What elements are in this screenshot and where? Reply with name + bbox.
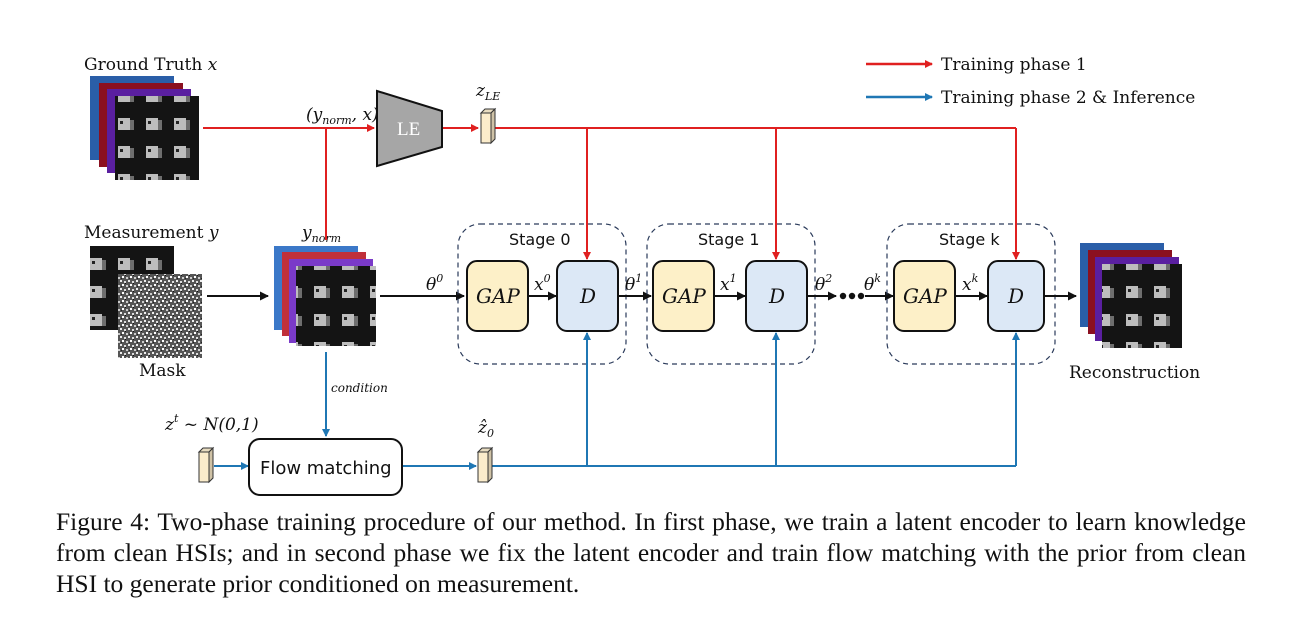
stage-1-gap-label: GAP: [662, 284, 706, 308]
legend-phase1-label: Training phase 1: [941, 55, 1087, 75]
stage-0-boundary: [457, 223, 627, 365]
phase1-paths: [203, 124, 1020, 260]
phase2-paths: [214, 332, 1020, 470]
reconstruction-image-stack: Reconstruction: [1069, 243, 1200, 383]
stage-k-gap-label: GAP: [903, 284, 947, 308]
stage-0-denoiser-label: D: [579, 284, 596, 308]
legend-phase2-label: Training phase 2 & Inference: [941, 88, 1195, 108]
mask-image: Mask: [118, 274, 202, 381]
stage-0: Stage 0 GAP x0 D: [457, 223, 627, 365]
stage-1: Stage 1 GAP x1 D: [646, 223, 816, 365]
noise-latent: zt ~ N(0,1): [164, 412, 259, 484]
method-diagram: Training phase 1 Training phase 2 & Infe…: [84, 55, 1200, 496]
z-hat-latent: ẑ0: [476, 418, 494, 484]
ground-truth-label: Ground Truth x: [84, 55, 218, 75]
flow-matching-label: Flow matching: [260, 458, 392, 479]
z-le-latent: zLE: [475, 81, 500, 145]
stage-k-boundary: [886, 223, 1056, 365]
latent-encoder-label: LE: [397, 119, 420, 140]
stage-0-gap-label: GAP: [476, 284, 520, 308]
stage-k-title: Stage k: [939, 230, 1000, 249]
stage-1-boundary: [646, 223, 816, 365]
theta0-label: θ0: [426, 272, 443, 295]
theta2-label: θ2: [815, 272, 832, 295]
stage-k-denoiser-label: D: [1007, 284, 1024, 308]
stage-1-x-label: x1: [720, 272, 737, 295]
noise-label: zt ~ N(0,1): [164, 412, 259, 435]
stage-1-denoiser-label: D: [768, 284, 785, 308]
stage-1-title: Stage 1: [698, 230, 760, 249]
stage-0-title: Stage 0: [509, 230, 571, 249]
stage-k: Stage k GAP xk D: [886, 223, 1056, 365]
pair-label: (ynorm, x): [306, 105, 379, 127]
ellipsis-icon: [839, 292, 865, 300]
flow-matching-block: Flow matching: [248, 438, 403, 496]
legend: Training phase 1 Training phase 2 & Infe…: [866, 55, 1195, 108]
mask-label: Mask: [139, 361, 186, 381]
z-le-label: zLE: [475, 81, 500, 103]
measurement-label: Measurement y: [84, 223, 219, 243]
thetak-label: θk: [864, 272, 881, 295]
stage-k-x-label: xk: [962, 272, 979, 295]
ynorm-image-stack: ynorm: [274, 223, 376, 346]
reconstruction-label: Reconstruction: [1069, 363, 1200, 383]
theta1-label: θ1: [625, 272, 642, 295]
condition-label: condition: [331, 381, 388, 395]
latent-encoder-block: LE: [376, 89, 443, 168]
figure-caption: Figure 4: Two-phase training procedure o…: [56, 507, 1246, 598]
z-hat-label: ẑ0: [477, 418, 494, 440]
ground-truth-image-stack: Ground Truth x: [84, 55, 218, 180]
stage-0-x-label: x0: [534, 272, 551, 295]
ynorm-label: ynorm: [301, 223, 341, 245]
